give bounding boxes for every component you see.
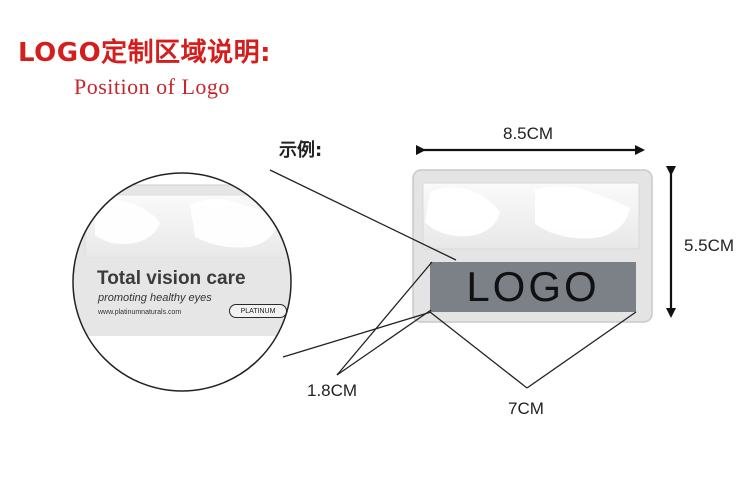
zoom-website-text: www.platinumnaturals.com <box>98 309 182 316</box>
page-title: LOGO定制区域说明: <box>18 38 272 68</box>
logo-height-label: 1.8CM <box>307 381 358 400</box>
page-subtitle: Position of Logo <box>74 74 230 99</box>
platinum-badge: PLATINUM <box>229 304 287 318</box>
logo-area <box>430 262 636 312</box>
zoom-tagline-text: promoting healthy eyes <box>98 292 212 304</box>
logo-placeholder-text: LOGO <box>466 263 600 310</box>
zoom-circle <box>73 173 291 391</box>
zoom-brand-text: Total vision care <box>97 268 246 289</box>
card-illustration <box>412 169 653 323</box>
logo-width-label: 7CM <box>508 399 544 418</box>
zoom-circle-outline <box>72 172 292 392</box>
card-width-label: 8.5CM <box>503 124 554 143</box>
card-height-label: 5.5CM <box>684 236 735 255</box>
example-label: 示例: <box>279 140 323 161</box>
